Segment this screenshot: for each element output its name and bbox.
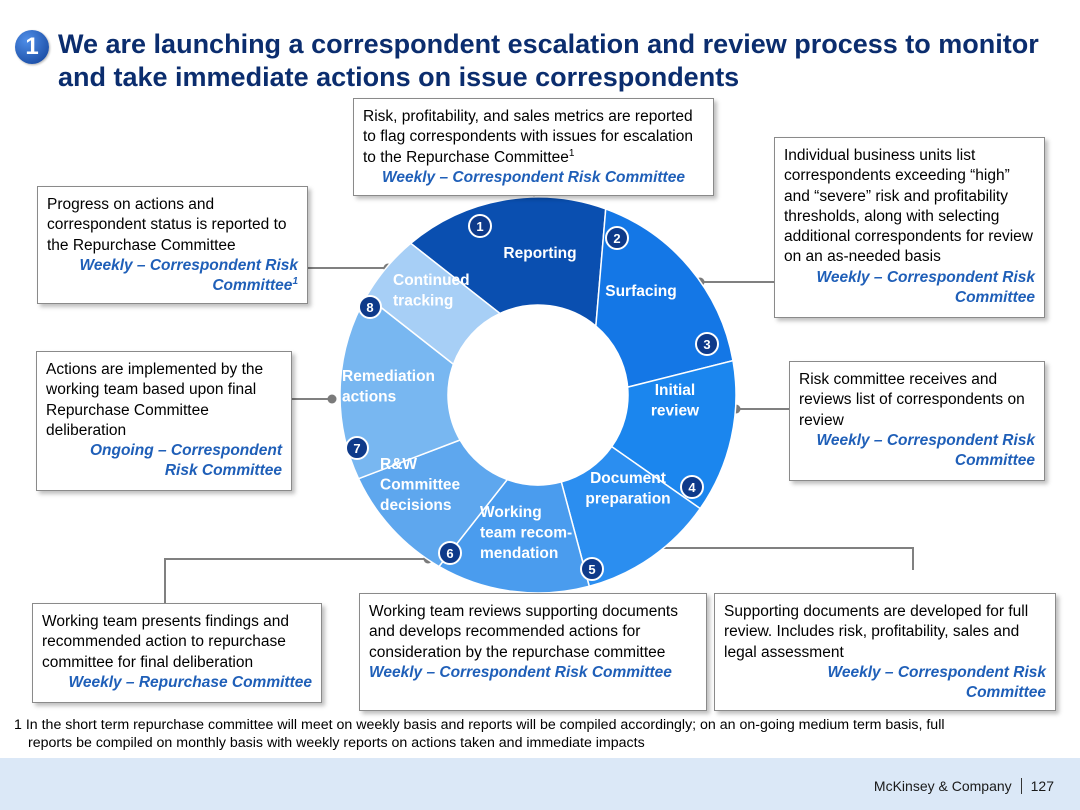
segment-reporting xyxy=(409,196,607,328)
working-team-cadence: Weekly – Correspondent Risk Committee xyxy=(369,663,672,681)
step-label-1: Reporting xyxy=(503,245,576,262)
surfacing-description: Individual business units list correspon… xyxy=(784,147,1033,266)
document-prep-cadence-line1: Weekly – Correspondent Risk xyxy=(827,663,1046,681)
document-prep-cadence-line2: Committee xyxy=(965,684,1046,702)
step-number-6: 6 xyxy=(446,546,453,561)
document-prep-description: Supporting documents are developed for f… xyxy=(724,603,1029,661)
step-badge-7 xyxy=(345,436,369,460)
initial-review-description-box: Risk committee receives and reviews list… xyxy=(789,361,1045,481)
connector-line xyxy=(164,558,428,603)
rw-decisions-description: Working team presents findings and recom… xyxy=(42,613,289,671)
step-label-line: Surfacing xyxy=(605,283,676,300)
step-number-7: 7 xyxy=(353,441,360,456)
rw-decisions-cadence: Weekly – Repurchase Committee xyxy=(68,673,312,691)
step-label-line: review xyxy=(651,403,700,420)
initial-review-cadence-line1: Weekly – Correspondent Risk xyxy=(816,431,1035,449)
reporting-cadence: Weekly – Correspondent Risk Committee xyxy=(382,168,685,186)
step-label-line: Continued xyxy=(393,272,470,289)
step-label-line: team recom- xyxy=(480,525,572,542)
reporting-description: Risk, profitability, and sales metrics a… xyxy=(363,108,693,166)
step-label-line: Remediation xyxy=(342,368,435,385)
step-number-2: 2 xyxy=(613,231,620,246)
document-prep-description-box: Supporting documents are developed for f… xyxy=(714,593,1056,711)
tracking-description-box: Progress on actions and correspondent st… xyxy=(37,186,308,304)
footer: McKinsey & Company 127 xyxy=(874,778,1054,794)
step-label-line: preparation xyxy=(585,491,670,508)
tracking-description: Progress on actions and correspondent st… xyxy=(47,196,287,254)
step-label-line: Reporting xyxy=(503,245,576,262)
segment-continued xyxy=(365,242,502,366)
reporting-footnote-marker: 1 xyxy=(568,147,575,159)
footnote: 1 In the short term repurchase committee… xyxy=(14,716,1064,752)
step-badge-5 xyxy=(580,557,604,581)
step-label-8: Continued tracking xyxy=(393,272,470,310)
page-number: 127 xyxy=(1030,778,1054,794)
remediation-cadence-line1: Ongoing – Correspondent xyxy=(89,442,282,460)
footnote-line2: reports be compiled on monthly basis wit… xyxy=(28,735,645,751)
step-label-line: R&W xyxy=(380,456,417,473)
footnote-marker: 1 xyxy=(14,717,22,733)
tracking-cadence-line2: Committee xyxy=(212,277,293,295)
step-label-7: Remediation actions xyxy=(342,368,435,406)
step-badge-4 xyxy=(680,475,704,499)
cycle-step-badges: 1 2 3 4 5 6 7 8 xyxy=(345,214,719,581)
segment-initial xyxy=(610,359,737,510)
step-number-8: 8 xyxy=(366,300,373,315)
step-badge-3 xyxy=(695,332,719,356)
step-label-5: Working team recom-mendation xyxy=(480,504,572,562)
remediation-cadence-line2: Risk Committee xyxy=(164,462,282,480)
surfacing-cadence-line1: Weekly – Correspondent Risk xyxy=(816,268,1035,286)
company-name: McKinsey & Company xyxy=(873,778,1012,794)
step-label-line: mendation xyxy=(480,545,558,562)
title-number-badge: 1 xyxy=(15,30,49,64)
footnote-line1: In the short term repurchase committee w… xyxy=(25,717,945,733)
step-label-line: actions xyxy=(342,389,396,406)
footer-separator xyxy=(1020,778,1022,794)
remediation-description-box: Actions are implemented by the working t… xyxy=(36,351,292,491)
rw-decisions-description-box: Working team presents findings and recom… xyxy=(32,603,322,703)
step-number-1: 1 xyxy=(476,219,483,234)
step-badge-6 xyxy=(438,541,462,565)
footer-bar xyxy=(0,758,1080,810)
surfacing-cadence-line2: Committee xyxy=(954,289,1035,307)
step-label-2: Surfacing xyxy=(605,283,676,300)
step-label-6: R&W Committee decisions xyxy=(380,456,460,514)
working-team-description-box: Working team reviews supporting document… xyxy=(359,593,707,711)
cycle-segments xyxy=(339,196,737,594)
step-label-line: Document xyxy=(590,470,666,487)
step-label-line: tracking xyxy=(393,293,453,310)
step-label-3: Initial review xyxy=(651,382,700,420)
tracking-cadence-line1: Weekly – Correspondent Risk xyxy=(79,256,298,274)
step-label-line: Initial xyxy=(655,382,695,399)
step-label-line: Committee xyxy=(380,477,460,494)
step-label-line: decisions xyxy=(380,497,452,514)
step-label-4: Document preparation xyxy=(585,470,670,508)
step-number-5: 5 xyxy=(588,562,595,577)
page-title: We are launching a correspondent escalat… xyxy=(58,29,1039,92)
connector-line xyxy=(656,547,914,570)
step-number-4: 4 xyxy=(688,480,696,495)
connector-dot xyxy=(327,394,337,404)
step-badge-1 xyxy=(468,214,492,238)
step-number-3: 3 xyxy=(703,337,710,352)
tracking-footnote-marker: 1 xyxy=(292,276,298,288)
step-label-line: Working xyxy=(480,504,542,521)
initial-review-description: Risk committee receives and reviews list… xyxy=(799,371,1025,429)
segment-working xyxy=(437,478,591,594)
step-badge-2 xyxy=(605,226,629,250)
initial-review-cadence-line2: Committee xyxy=(954,452,1035,470)
reporting-description-box: Risk, profitability, and sales metrics a… xyxy=(353,98,714,196)
step-badge-8 xyxy=(358,295,382,319)
working-team-description: Working team reviews supporting document… xyxy=(369,603,678,661)
remediation-description: Actions are implemented by the working t… xyxy=(46,361,264,439)
surfacing-description-box: Individual business units list correspon… xyxy=(774,137,1045,318)
